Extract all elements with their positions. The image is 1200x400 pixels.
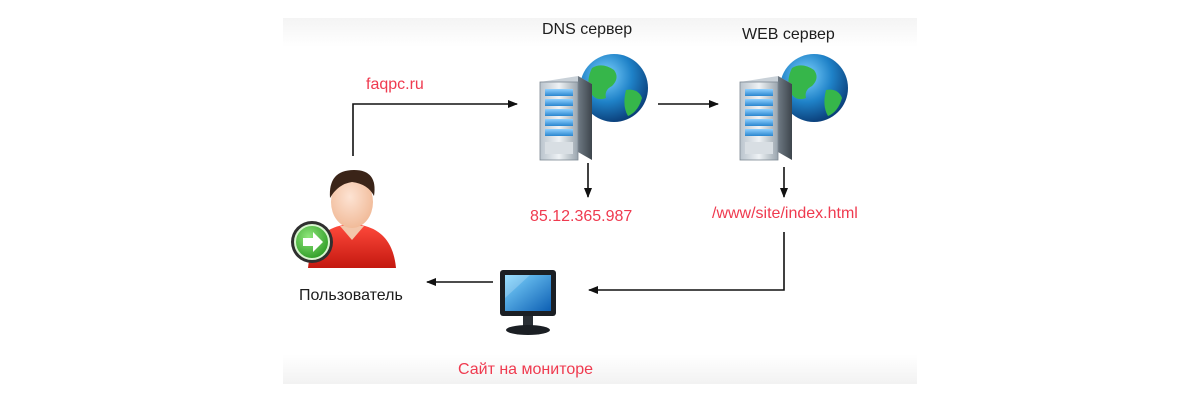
user-label: Пользователь bbox=[299, 287, 403, 304]
web-server-label: WEB сервер bbox=[742, 26, 835, 43]
ip-address-annotation: 85.12.365.987 bbox=[530, 208, 633, 225]
file-path-annotation: /www/site/index.html bbox=[712, 205, 858, 222]
monitor-label: Сайт на мониторе bbox=[458, 361, 594, 378]
web-server-icon bbox=[739, 54, 848, 161]
green-arrow-badge-icon bbox=[291, 221, 333, 263]
monitor-icon bbox=[500, 270, 556, 335]
domain-annotation: faqpc.ru bbox=[366, 76, 424, 93]
arrow-user-to-dns bbox=[352, 100, 518, 156]
dns-server-label: DNS сервер bbox=[542, 21, 633, 38]
dns-server-icon bbox=[539, 54, 648, 161]
arrow-web-to-monitor bbox=[588, 232, 785, 294]
